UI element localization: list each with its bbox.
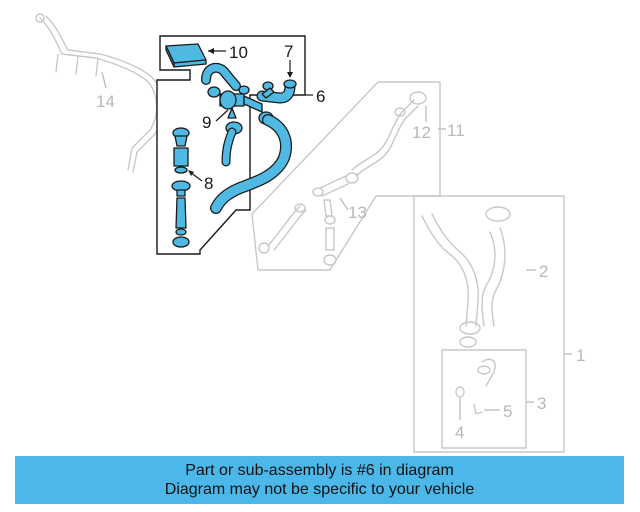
part-8-valve-stack — [171, 127, 191, 248]
upper-hose — [201, 62, 241, 98]
part-7-elbow — [256, 79, 297, 104]
banner-line-2: Diagram may not be specific to your vehi… — [164, 481, 475, 498]
callout-11: 11 — [447, 121, 465, 140]
callout-4: 4 — [455, 423, 464, 442]
part-11-group — [251, 81, 441, 271]
callout-5: 5 — [503, 402, 512, 421]
part-10-filter — [165, 43, 207, 68]
callout-9: 9 — [202, 113, 211, 132]
callout-8: 8 — [204, 174, 213, 193]
main-hose — [210, 114, 292, 214]
callout-14: 14 — [96, 92, 115, 111]
callout-10: 10 — [229, 43, 248, 62]
part-1-group — [413, 195, 565, 453]
banner-line-1: Part or sub-assembly is #6 in diagram — [185, 462, 454, 479]
callout-6: 6 — [316, 87, 325, 106]
callout-13: 13 — [348, 203, 367, 222]
info-banner: Part or sub-assembly is #6 in diagram Di… — [15, 456, 624, 504]
callout-2: 2 — [539, 262, 548, 281]
callout-3: 3 — [537, 394, 546, 413]
callout-7: 7 — [284, 42, 293, 61]
callout-1: 1 — [576, 346, 585, 365]
parts-diagram: 14 6 10 9 7 — [35, 13, 585, 453]
callout-12: 12 — [412, 123, 431, 142]
short-hose — [221, 127, 237, 167]
